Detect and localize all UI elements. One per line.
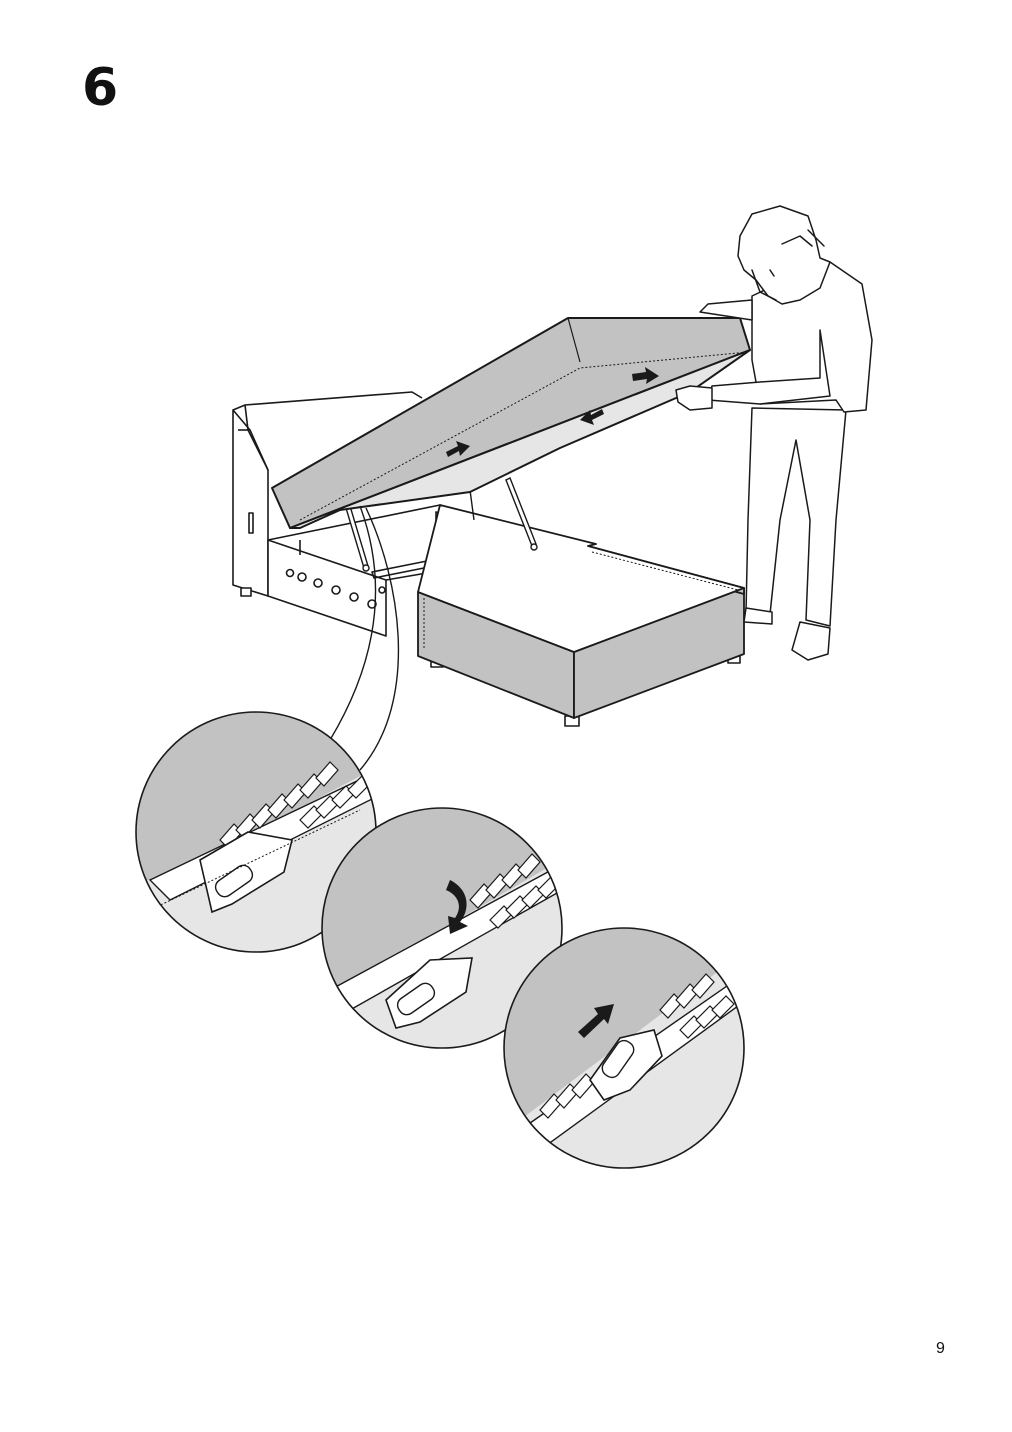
step-number: 6 xyxy=(82,58,119,118)
callout-lines xyxy=(329,505,400,771)
zipper-detail-pushing-tab xyxy=(503,927,745,1169)
bolt-holes xyxy=(285,568,386,609)
direction-arrows xyxy=(446,367,659,457)
page-number: 9 xyxy=(936,1340,945,1357)
zipper-detail-tucking-tab xyxy=(321,807,563,1049)
chaise-base-upholstery xyxy=(417,504,745,719)
chaise-lid xyxy=(271,317,751,529)
person-figure xyxy=(675,205,873,661)
